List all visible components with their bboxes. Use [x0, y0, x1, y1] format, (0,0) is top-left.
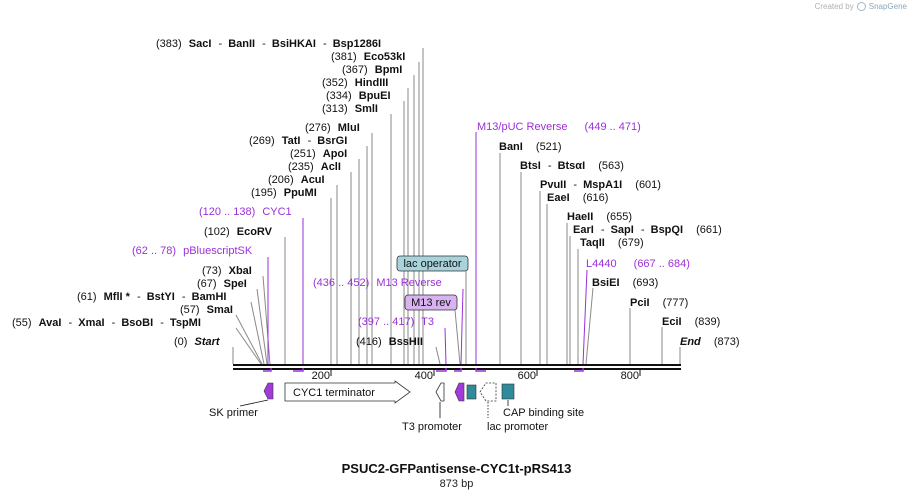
primer-labels: M13/pUC Reverse (449 .. 471) (120 .. 138… — [132, 121, 690, 328]
tick-label-400: 400 — [415, 370, 433, 382]
enzyme-label-67: (67) SpeI — [197, 278, 247, 290]
sk-primer-label: SK primer — [209, 407, 258, 419]
primer-mark-pbluescriptsk — [263, 368, 272, 372]
enzyme-label-57: (57) SmaI — [180, 304, 233, 316]
enzyme-label-73: (73) XbaI — [202, 265, 252, 277]
sk-primer-arrow — [263, 382, 274, 400]
primer-label-pbluescriptsk: (62 .. 78) pBluescriptSK — [132, 245, 253, 257]
enzyme-label-276: (276) MluI — [305, 122, 360, 134]
primer-marks — [263, 368, 584, 372]
primer-mark-m13puc-reverse — [475, 368, 486, 372]
map-title: PSUC2-GFPantisense-CYC1t-pRS413 — [341, 461, 572, 476]
enzyme-label-352: (352) HindIII — [322, 77, 388, 89]
primer-mark-cyc1 — [293, 368, 304, 372]
features: SK primer CYC1 terminator T3 promoter la… — [209, 380, 584, 433]
enzyme-label-521: BanI (521) — [499, 141, 562, 153]
enzyme-label-269: (269) TatI - BsrGI — [249, 135, 347, 147]
cyc1-terminator-arrow — [284, 380, 411, 404]
enzyme-label-381: (381) Eco53kI — [331, 51, 405, 63]
enzyme-label-777: PciI (777) — [630, 297, 688, 309]
enzyme-leader-lines — [232, 48, 681, 365]
primer-label-cyc1: (120 .. 138) CYC1 — [199, 206, 292, 218]
enzyme-labels: (383) SacI - BanII - BsiHKAI - Bsp1286I … — [12, 38, 740, 348]
enzyme-label-235: (235) AclI — [288, 161, 341, 173]
primer-label-m13-reverse: (436 .. 452) M13 Reverse — [313, 277, 442, 289]
primer-mark-t3 — [436, 368, 447, 372]
primer-mark-l4440 — [574, 368, 584, 372]
ruler-tick-labels: 200 400 600 800 — [312, 370, 639, 382]
enzyme-label-383: (383) SacI - BanII - BsiHKAI - Bsp1286I — [156, 38, 381, 50]
enzyme-label-206: (206) AcuI — [268, 174, 325, 186]
lac-operator-box: lac operator — [396, 255, 469, 272]
enzyme-label-313: (313) SmlI — [322, 103, 378, 115]
leader-speI — [256, 288, 268, 365]
created-by-text: Created by — [814, 2, 854, 11]
map-length: 873 bp — [439, 478, 474, 490]
enzyme-label-873: End (873) — [680, 336, 740, 348]
primer-leader-lines — [267, 132, 588, 365]
enzyme-label-367: (367) BpmI — [342, 64, 402, 76]
m13-rev-label: M13 rev — [411, 297, 451, 309]
primer-mark-m13-reverse — [454, 368, 462, 372]
m13-rev-feature-arrow — [454, 382, 465, 402]
cyc1-terminator-label: CYC1 terminator — [293, 387, 375, 399]
enzyme-label-61: (61) MflI * - BstYI - BamHI — [77, 291, 226, 303]
tick-label-200: 200 — [312, 370, 330, 382]
enzyme-label-0: (0) Start — [174, 336, 221, 348]
enzyme-label-416: (416) BssHII — [356, 336, 423, 348]
leader-t3 — [444, 327, 447, 365]
leader-l4440 — [582, 269, 588, 365]
lac-operator-feature — [466, 384, 477, 400]
primer-label-m13puc-reverse: M13/pUC Reverse (449 .. 471) — [477, 121, 641, 133]
enzyme-label-55: (55) AvaI - XmaI - BsoBI - TspMI — [12, 317, 201, 329]
leader-bsiEI — [585, 287, 594, 365]
ruler-ticks — [330, 370, 641, 376]
leader-bamHI — [250, 301, 265, 365]
t3-promoter-label: T3 promoter — [402, 421, 462, 433]
lac-promoter-arrow — [479, 382, 497, 402]
enzyme-label-102: (102) EcoRV — [204, 226, 273, 238]
lac-operator-label: lac operator — [403, 258, 461, 270]
tick-label-600: 600 — [518, 370, 536, 382]
enzyme-label-693: BsiEI (693) — [592, 277, 658, 289]
enzyme-label-334: (334) BpuEI — [326, 90, 391, 102]
enzyme-label-679: TaqII (679) — [580, 237, 644, 249]
cap-binding-site-label: CAP binding site — [503, 407, 584, 419]
lac-promoter-label: lac promoter — [487, 421, 548, 433]
leader-bssHII — [435, 346, 441, 365]
enzyme-label-195: (195) PpuMI — [251, 187, 317, 199]
leader-smaI — [235, 314, 263, 365]
leader-tspMI — [235, 327, 262, 365]
enzyme-label-839: EciI (839) — [662, 316, 720, 328]
enzyme-label-616: EaeI (616) — [547, 192, 608, 204]
enzyme-label-655: HaeII (655) — [567, 211, 632, 223]
enzyme-label-661: EarI - SapI - BspQI (661) — [573, 224, 722, 236]
t3-promoter-arrow — [435, 382, 445, 402]
cap-binding-site-feature — [501, 383, 515, 400]
leader-m13-reverse — [460, 288, 464, 365]
enzyme-label-563: BtsI - BtsαI (563) — [520, 160, 624, 172]
enzyme-label-251: (251) ApoI — [290, 148, 347, 160]
m13-rev-leader — [454, 309, 461, 365]
backbone — [233, 364, 681, 370]
m13-rev-box: M13 rev — [404, 294, 458, 311]
snapgene-brand-text: SnapGene — [868, 2, 907, 11]
primer-label-t3: (397 .. 417) T3 — [358, 316, 434, 328]
tick-label-800: 800 — [621, 370, 639, 382]
enzyme-label-601: PvuII - MspA1I (601) — [540, 179, 661, 191]
sk-primer-leader — [239, 399, 269, 407]
primer-label-l4440: L4440 (667 .. 684) — [586, 258, 690, 270]
leader-xbaI — [262, 275, 271, 365]
snapgene-logo-icon — [856, 2, 866, 11]
snapgene-credit: Created by SnapGene — [815, 2, 907, 11]
